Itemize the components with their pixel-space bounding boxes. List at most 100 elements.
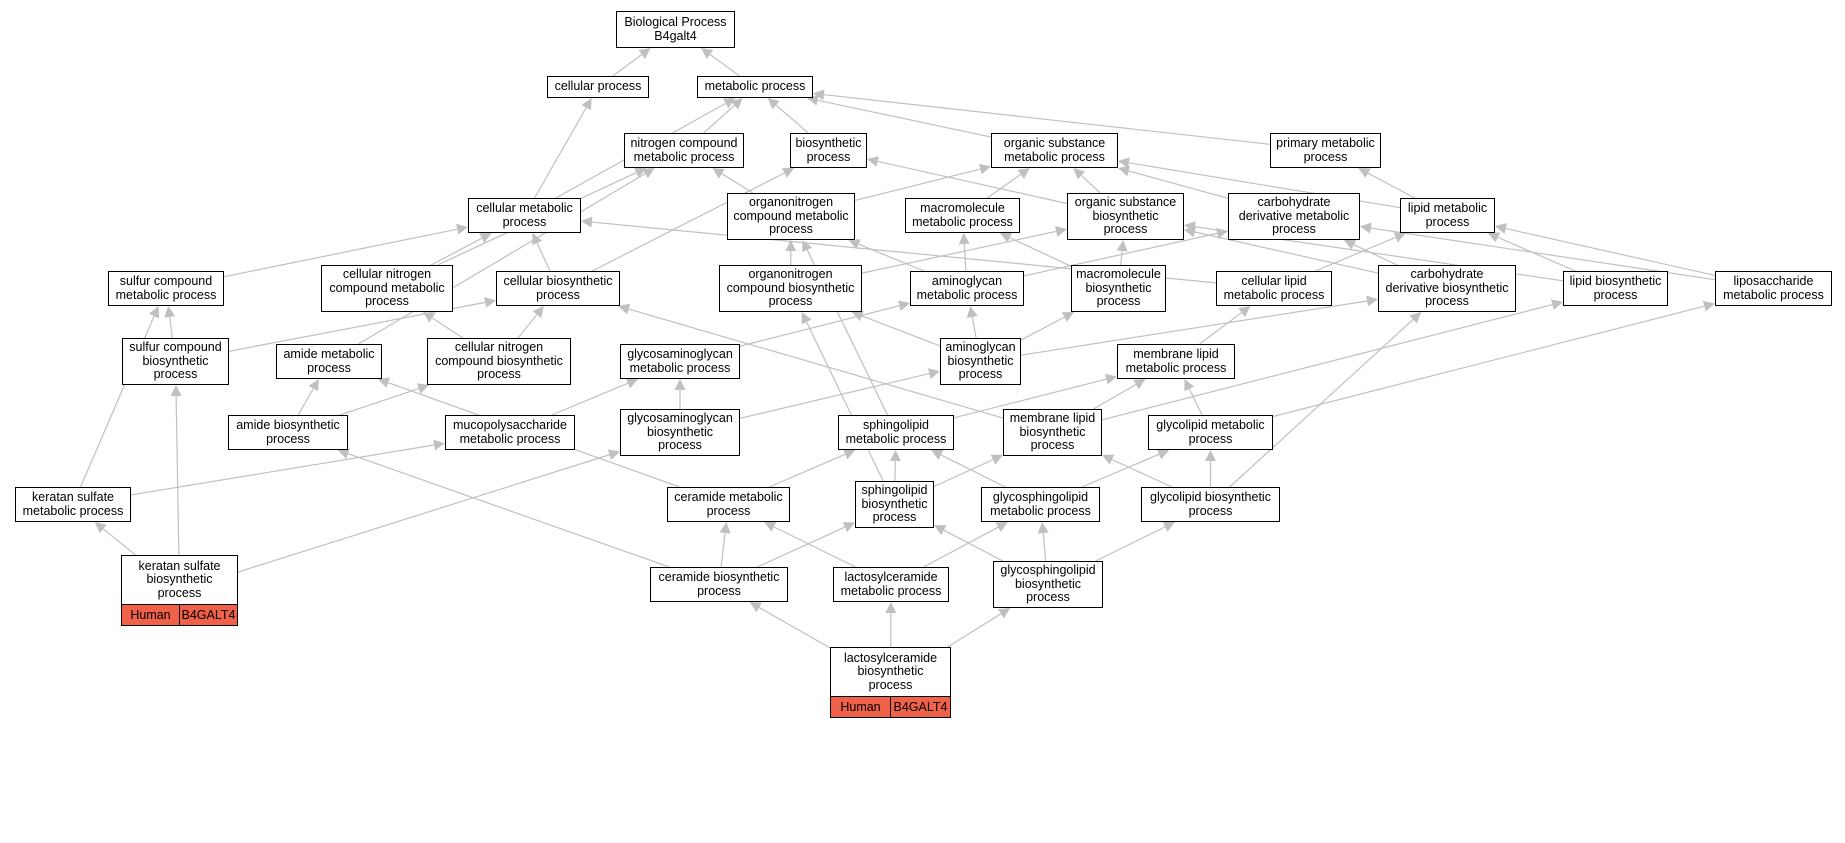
go-term-node[interactable]: primary metabolic process <box>1270 133 1381 168</box>
go-term-node[interactable]: keratan sulfate metabolic process <box>15 487 131 522</box>
edge-line <box>1353 244 1398 266</box>
go-term-node[interactable]: membrane lipid biosynthetic process <box>1003 409 1102 456</box>
edge-line <box>1188 388 1203 416</box>
gene-tag[interactable]: B4GALT4 <box>179 605 237 625</box>
edge-arrowhead <box>1118 157 1130 169</box>
go-term-node[interactable]: cellular metabolic process <box>468 198 581 233</box>
edge-arrowhead <box>164 306 176 318</box>
edge-line <box>1009 237 1072 267</box>
edge-line <box>1505 227 1716 276</box>
go-term-node[interactable]: organic substance metabolic process <box>991 133 1118 168</box>
edge-line <box>817 99 992 138</box>
edge-arrowhead <box>995 522 1008 533</box>
edge-line <box>986 173 1022 199</box>
go-term-node[interactable]: macromolecule biosynthetic process <box>1071 265 1166 312</box>
go-term-node[interactable]: lactosylceramide metabolic process <box>833 567 949 602</box>
go-term-node[interactable]: amide biosynthetic process <box>228 415 348 450</box>
go-term-node[interactable]: biosynthetic process <box>790 133 867 168</box>
edge-arrowhead <box>851 310 864 322</box>
edge-arrowhead <box>1133 379 1146 390</box>
go-term-node[interactable]: cellular biosynthetic process <box>496 271 620 306</box>
go-term-node[interactable]: amide metabolic process <box>276 344 382 379</box>
edge-arrowhead <box>931 449 944 460</box>
gene-tag[interactable]: B4GALT4 <box>890 697 950 717</box>
go-term-node[interactable]: carbohydrate derivative metabolic proces… <box>1228 193 1360 240</box>
edge-line <box>1095 526 1166 562</box>
edge-line <box>536 242 551 272</box>
go-term-node[interactable]: sulfur compound metabolic process <box>108 271 224 306</box>
go-term-node[interactable]: carbohydrate derivative biosynthetic pro… <box>1378 265 1516 312</box>
go-term-node[interactable]: glycosaminoglycan metabolic process <box>620 344 740 379</box>
go-term-node[interactable]: sphingolipid metabolic process <box>838 415 954 450</box>
edge-line <box>823 94 1271 145</box>
go-term-node[interactable]: cellular nitrogen compound biosynthetic … <box>427 338 571 385</box>
edge-line <box>775 104 809 134</box>
edge-arrowhead <box>885 602 897 614</box>
edge-line <box>877 160 1068 205</box>
go-term-node[interactable]: mucopolysaccharide metabolic process <box>445 415 575 450</box>
edge-arrowhead <box>1343 239 1357 250</box>
edge-line <box>1093 383 1137 410</box>
edge-line <box>806 321 884 482</box>
edge-arrowhead <box>781 168 795 178</box>
go-term-node[interactable]: cellular process <box>547 76 649 98</box>
edge-line <box>517 314 538 339</box>
edge-arrowhead <box>581 216 593 228</box>
edge-line <box>551 382 629 416</box>
go-term-node[interactable]: metabolic process <box>697 76 813 98</box>
edge-line <box>431 317 464 339</box>
go-term-node[interactable]: ceramide metabolic process <box>667 487 790 522</box>
edge-line <box>169 316 174 339</box>
go-term-node[interactable]: organonitrogen compound biosynthetic pro… <box>719 265 862 312</box>
edge-arrowhead <box>1702 300 1715 312</box>
go-term-node[interactable]: lipid metabolic process <box>1400 198 1495 233</box>
edge-arrowhead <box>433 439 445 451</box>
edge-arrowhead <box>1118 165 1131 177</box>
go-term-node[interactable]: aminoglycan metabolic process <box>910 271 1024 306</box>
go-term-node[interactable]: glycosphingolipid metabolic process <box>981 487 1100 522</box>
go-term-node[interactable]: glycolipid metabolic process <box>1148 415 1273 450</box>
edge-line <box>703 104 735 134</box>
edge-arrowhead <box>990 454 1003 465</box>
edge-arrowhead <box>532 233 543 246</box>
edge-line <box>297 388 314 416</box>
edge-line <box>971 316 977 339</box>
go-term-node[interactable]: nitrogen compound metabolic process <box>624 133 744 168</box>
go-term-node[interactable]: organic substance biosynthetic process <box>1067 193 1184 240</box>
edge-arrowhead <box>1104 373 1117 385</box>
edge-arrowhead <box>618 303 631 315</box>
edge-arrowhead <box>785 240 797 252</box>
edge-arrowhead <box>1037 522 1049 534</box>
go-term-node[interactable]: sulfur compound biosynthetic process <box>122 338 229 385</box>
species-tag[interactable]: Human <box>122 605 179 625</box>
species-tag[interactable]: Human <box>831 697 890 717</box>
go-term-node[interactable]: glycosphingolipid biosynthetic process <box>993 561 1103 608</box>
go-term-node[interactable]: lipid biosynthetic process <box>1563 271 1668 306</box>
go-term-node[interactable]: cellular lipid metabolic process <box>1216 271 1332 306</box>
edge-line <box>1020 316 1065 341</box>
go-term-node[interactable]: liposaccharide metabolic process <box>1715 271 1832 306</box>
edge-line <box>1315 236 1397 272</box>
go-term-node[interactable]: aminoglycan biosynthetic process <box>940 338 1021 385</box>
go-term-node[interactable]: macromolecule metabolic process <box>905 198 1020 233</box>
go-term-node[interactable]: glycolipid biosynthetic process <box>1141 487 1280 522</box>
go-term-node[interactable]: membrane lipid metabolic process <box>1117 344 1235 379</box>
edge-arrowhead <box>308 379 319 392</box>
edge-arrowhead <box>625 378 639 389</box>
edge-line <box>861 230 1057 274</box>
edge-line <box>721 173 754 194</box>
go-term-node[interactable]: organonitrogen compound metabolic proces… <box>727 193 855 240</box>
go-term-node[interactable]: glycosaminoglycan biosynthetic process <box>620 409 740 456</box>
go-term-node[interactable]: sphingolipid biosynthetic process <box>855 481 934 528</box>
node-label: lactosylceramide biosynthetic process <box>843 650 938 692</box>
edge-arrowhead <box>674 379 686 390</box>
edge-arrowhead <box>842 522 855 533</box>
edge-arrowhead <box>1409 312 1422 324</box>
edge-line <box>861 315 941 347</box>
go-term-node[interactable]: cellular nitrogen compound metabolic pro… <box>321 265 453 312</box>
go-term-node[interactable]: ceramide biosynthetic process <box>650 567 788 602</box>
go-term-node[interactable]: Biological Process B4galt4 <box>616 11 735 48</box>
